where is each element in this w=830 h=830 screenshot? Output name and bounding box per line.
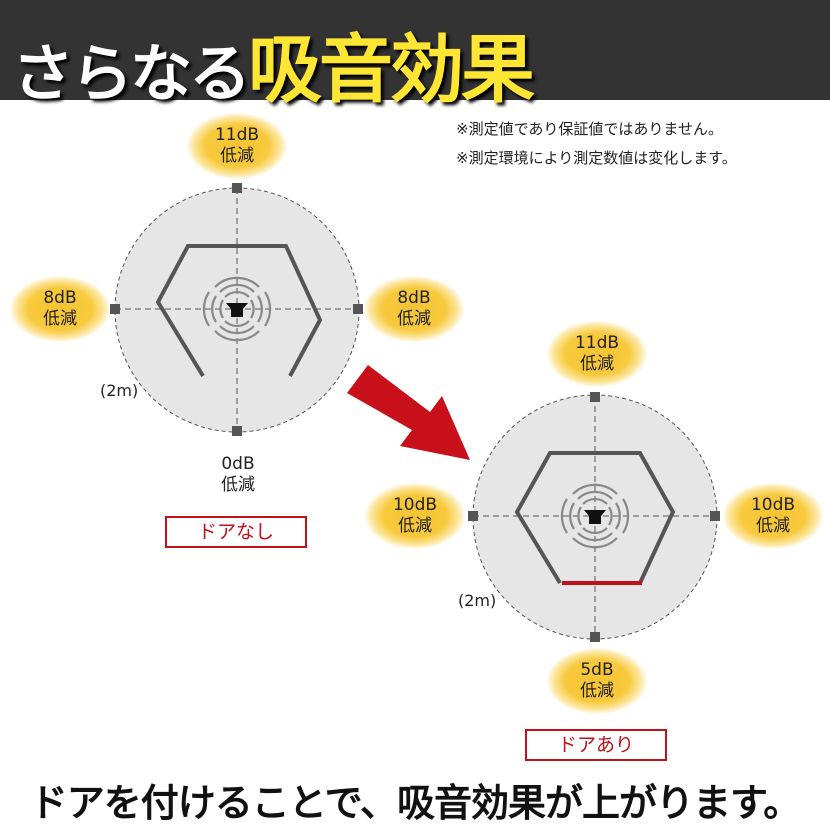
radius-label: (2m) bbox=[458, 591, 497, 610]
note-2: ※測定環境により測定数値は変化します。 bbox=[456, 149, 737, 167]
tag-no-door: ドアなし bbox=[165, 516, 307, 548]
title-yellow: 吸音効果 bbox=[248, 27, 535, 113]
diagram-no-door bbox=[110, 183, 363, 436]
radius-label: (2m) bbox=[100, 381, 139, 400]
note-1: ※測定値であり保証値ではありません。 bbox=[456, 120, 723, 138]
title-white: さらなる bbox=[12, 37, 251, 110]
arrow-icon bbox=[347, 365, 470, 460]
header-banner: さらなる吸音効果 bbox=[0, 0, 830, 113]
page-title: さらなる吸音効果 bbox=[12, 10, 535, 117]
footer-caption: ドアを付けることで、吸音効果が上がります。 bbox=[29, 781, 802, 825]
diagram-with-door bbox=[468, 392, 720, 642]
tag-with-door: ドアあり bbox=[525, 729, 667, 761]
